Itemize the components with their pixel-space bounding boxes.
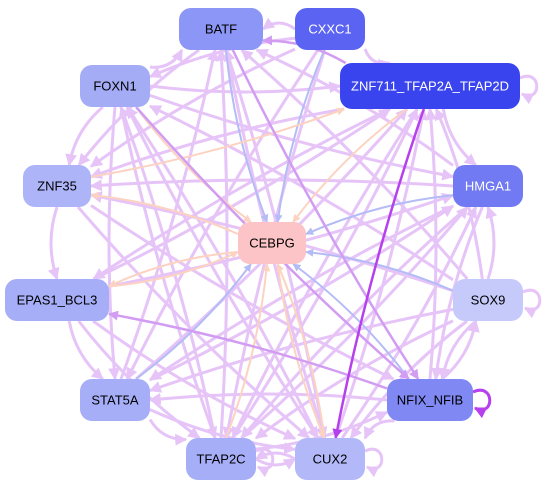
self-loop-nfix [472,388,492,419]
edge-znf711-to-cebpg [292,108,408,223]
edge-cux2-to-cebpg [276,263,326,439]
self-loops-layer [255,74,542,478]
edge-tfap2c-to-znf711 [231,107,419,439]
node-label-znf711: ZNF711_TFAP2A_TFAP2D [351,79,509,94]
node-batf[interactable]: BATF [179,8,263,50]
node-box-cxxc1 [295,8,365,50]
self-loop-cux2 [364,447,384,478]
node-cux2[interactable]: CUX2 [295,438,365,480]
node-label-batf: BATF [205,22,237,37]
edge-nfix-to-cux2 [363,419,395,440]
edge-cxxc1-to-znf35 [90,47,296,168]
edge-znf35-to-epas1 [47,206,60,281]
edge-stat5a-to-tfap2c [148,418,188,446]
edge-sox9-to-cebpg [305,248,454,292]
node-cebpg[interactable]: CEBPG [238,222,306,264]
node-sox9[interactable]: SOX9 [453,279,523,321]
edge-cebpg-to-znf35 [90,191,239,235]
edge-sox9-to-tfap2c [255,319,454,440]
edge-epas1-to-cux2 [92,319,297,440]
edge-nfix-to-sox9 [441,319,480,381]
edge-sox9-to-hmga1 [485,205,498,280]
edge-foxn1-to-znf711 [149,81,342,94]
edge-epas1-to-stat5a [67,320,104,381]
node-box-sox9 [453,279,523,321]
node-znf711[interactable]: ZNF711_TFAP2A_TFAP2D [340,63,520,109]
node-box-epas1 [5,279,109,321]
edge-sox9-to-nfix [438,319,477,381]
edge-cxxc1-to-znf711 [363,48,391,71]
edge-epas1-to-znf711 [92,107,391,281]
edge-cux2-to-hmga1 [340,205,478,439]
edge-tfap2c-to-cebpg [225,263,271,439]
node-box-cux2 [295,438,365,480]
node-box-stat5a [80,379,150,421]
node-label-tfap2c: TFAP2C [196,452,245,467]
node-hmga1[interactable]: HMGA1 [453,165,523,207]
node-box-tfap2c [186,438,256,480]
node-box-znf711 [340,63,520,109]
edge-foxn1-to-cebpg [135,106,252,223]
node-box-batf [179,8,263,50]
edge-batf-to-cebpg [225,49,269,223]
node-cxxc1[interactable]: CXXC1 [295,8,365,50]
edge-znf711-to-cux2 [332,108,426,439]
edge-cxxc1-to-stat5a [125,49,320,381]
node-znf35[interactable]: ZNF35 [23,165,91,207]
node-label-sox9: SOX9 [471,293,506,308]
edge-cxxc1-to-batf [262,17,296,31]
self-loop-sox9 [522,288,542,319]
edge-foxn1-to-hmga1 [149,93,455,181]
node-label-cux2: CUX2 [313,452,348,467]
node-label-foxn1: FOXN1 [93,79,136,94]
node-epas1[interactable]: EPAS1_BCL3 [5,279,109,321]
node-label-hmga1: HMGA1 [465,179,511,194]
edge-nfix-to-stat5a [148,392,388,405]
edge-hmga1-to-znf35 [89,178,454,192]
node-box-nfix [387,379,473,421]
node-box-znf35 [23,165,91,207]
node-tfap2c[interactable]: TFAP2C [186,438,256,480]
node-label-epas1: EPAS1_BCL3 [17,293,98,308]
edge-nfix-to-cebpg [292,263,410,380]
node-foxn1[interactable]: FOXN1 [80,65,150,107]
edge-foxn1-to-znf35 [65,105,104,167]
node-box-cebpg [238,222,306,264]
edge-cux2-to-tfap2c [254,448,296,461]
edge-stat5a-to-cux2 [149,408,297,455]
edge-tfap2c-to-batf [215,48,229,439]
self-loop-znf711 [519,74,539,105]
node-label-cxxc1: CXXC1 [308,22,351,37]
edge-tfap2c-to-cux2 [255,457,297,470]
edge-znf35-to-znf711 [90,107,345,178]
node-stat5a[interactable]: STAT5A [80,379,150,421]
edge-epas1-to-cebpg [108,251,239,288]
node-label-nfix: NFIX_NFIB [397,393,463,408]
edge-cebpg-to-epas1 [108,251,239,288]
edge-batf-to-nfix [231,49,420,380]
edge-cxxc1-to-cebpg [274,49,326,223]
node-box-foxn1 [80,65,150,107]
edge-hmga1-to-cebpg [305,194,454,235]
edge-cebpg-to-cux2 [276,263,326,439]
edge-nfix-to-epas1 [108,310,388,390]
node-nfix[interactable]: NFIX_NFIB [387,379,473,421]
node-label-stat5a: STAT5A [91,393,139,408]
edge-znf711-to-znf35 [89,107,345,179]
edge-stat5a-to-cebpg [135,263,252,380]
edge-sox9-to-stat5a [148,307,454,393]
edge-znf711-to-epas1 [92,107,391,281]
self-loop-tfap2c [255,447,275,478]
edge-hmga1-to-stat5a [149,204,454,382]
node-label-znf35: ZNF35 [37,179,77,194]
node-box-hmga1 [453,165,523,207]
edge-cux2-to-foxn1 [125,105,320,439]
node-label-cebpg: CEBPG [249,236,295,251]
edge-cux2-to-znf711 [334,107,428,439]
edge-stat5a-to-hmga1 [149,204,454,382]
